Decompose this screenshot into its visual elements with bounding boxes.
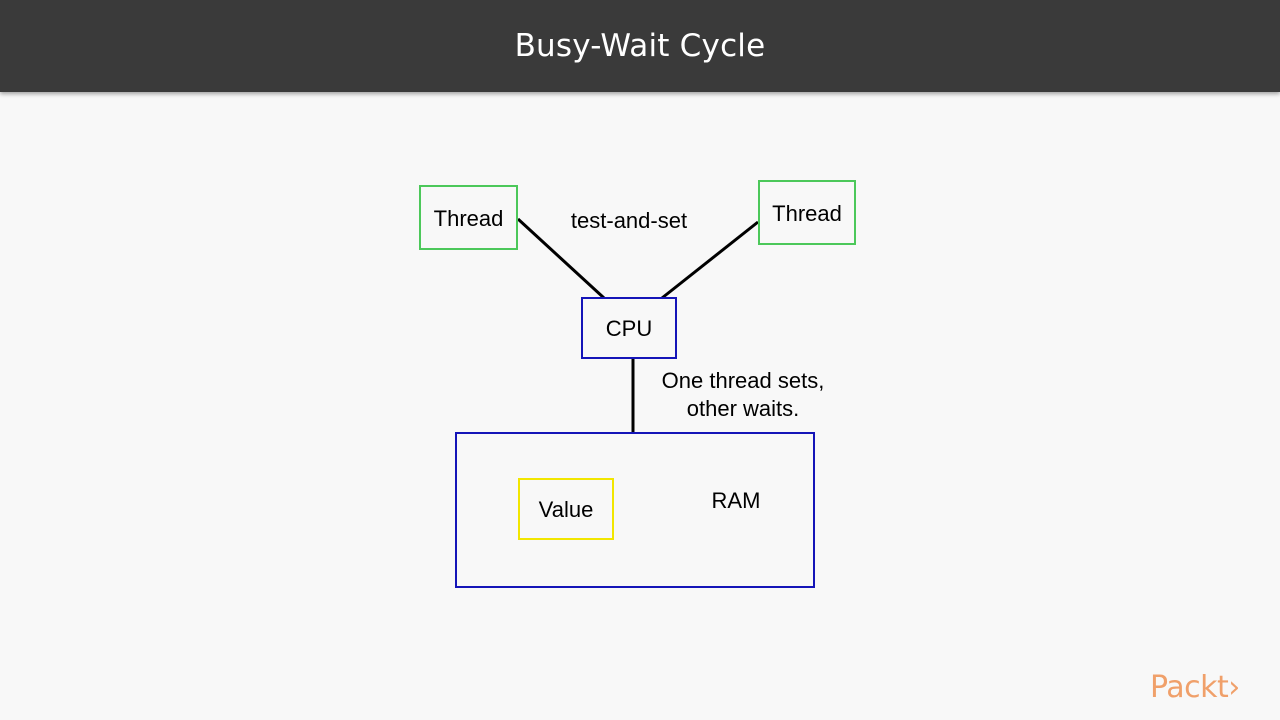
edge-thread-left-cpu <box>516 217 606 300</box>
thread-node-left: Thread <box>419 185 518 250</box>
thread-box-right <box>758 180 856 245</box>
cpu-box <box>581 297 677 359</box>
packt-logo: Packt› <box>1150 670 1240 705</box>
value-box <box>518 478 614 540</box>
edge-thread-right-cpu <box>661 220 759 300</box>
title-bar: Busy-Wait Cycle <box>0 0 1280 92</box>
thread-label-right: Thread <box>772 201 842 226</box>
value-label: Value <box>539 497 594 522</box>
value-node: Value <box>518 478 614 540</box>
slide-title: Busy-Wait Cycle <box>514 28 766 64</box>
cpu-node: CPU <box>581 297 677 359</box>
annotation-line-1: One thread sets, <box>662 368 825 393</box>
ram-node: RAM <box>455 432 815 588</box>
thread-node-right: Thread <box>758 180 856 245</box>
ram-label: RAM <box>712 488 761 513</box>
thread-label-left: Thread <box>434 206 504 231</box>
cpu-label: CPU <box>606 316 652 341</box>
test-and-set-label: test-and-set <box>571 208 687 233</box>
annotation-line-2: other waits. <box>687 396 800 421</box>
ram-box <box>455 432 815 588</box>
thread-box-left <box>419 185 518 250</box>
